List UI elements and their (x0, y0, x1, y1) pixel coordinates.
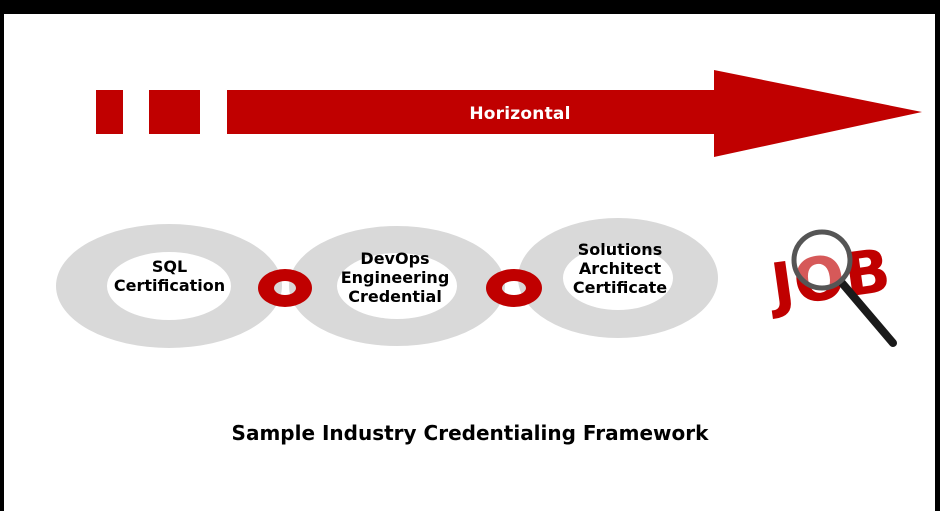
node-label-line: Engineering (340, 268, 450, 287)
node-label-line: Architect (578, 259, 662, 278)
node-label-line: Credential (348, 287, 442, 306)
node-label-solutions: Solutions Architect Certificate (545, 240, 695, 297)
arrow-label: Horizontal (469, 104, 571, 124)
node-label-line: SQL (151, 257, 188, 276)
diagram-caption: Sample Industry Credentialing Framework (231, 421, 709, 445)
connector-ring-2 (486, 269, 542, 307)
ring-solutions (518, 218, 718, 338)
connector-ring-1 (258, 269, 312, 307)
node-label-sql: SQL Certification (92, 257, 247, 295)
svg-text:JOB: JOB (763, 236, 895, 322)
horizontal-arrow (227, 70, 922, 157)
ring-sql (56, 224, 282, 348)
arrow-dash-1 (96, 90, 123, 134)
node-label-line: Solutions (577, 240, 663, 259)
node-label-devops: DevOps Engineering Credential (315, 249, 475, 306)
arrow-dash-2 (149, 90, 200, 134)
node-label-line: DevOps (360, 249, 430, 268)
job-search-icon: JOB (763, 229, 897, 347)
node-label-line: Certification (113, 276, 226, 295)
node-label-line: Certificate (572, 278, 668, 297)
ring-devops (288, 225, 506, 347)
